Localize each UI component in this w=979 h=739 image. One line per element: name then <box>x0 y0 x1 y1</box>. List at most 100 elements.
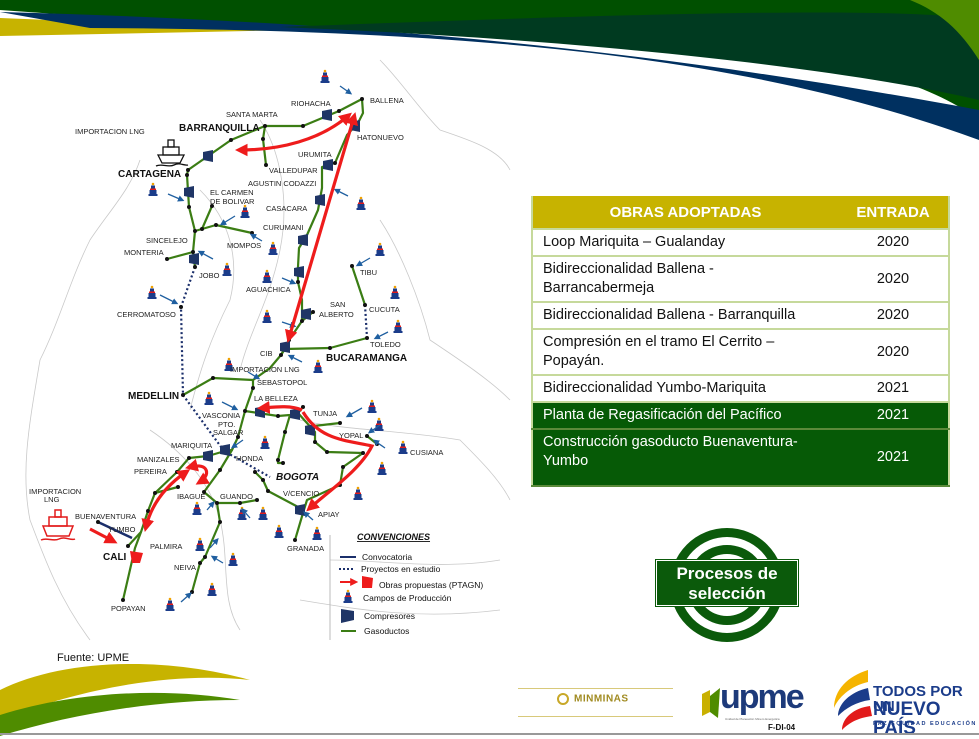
map-label: HONDA <box>236 454 263 463</box>
obra-cell: Bidireccionalidad Ballena - Barranquilla <box>532 301 838 330</box>
entrada-cell: 2020 <box>838 255 949 303</box>
divider <box>518 688 673 689</box>
table-row-highlighted: Construcción gasoducto Buenaventura-Yumb… <box>532 428 949 487</box>
table-header-row: OBRAS ADOPTADAS ENTRADA <box>532 196 949 229</box>
map-label: LA BELLEZA <box>254 394 298 403</box>
upme-leaf-icon <box>702 688 720 718</box>
map-borders <box>25 59 511 641</box>
map-label: MARIQUITA <box>171 441 212 450</box>
lng-ship-icon-west <box>40 509 76 541</box>
map-label: PEREIRA <box>134 467 167 476</box>
field-pointer-arrows <box>159 85 389 603</box>
map-legend: CONVENCIONES Convocatoria Proyectos en e… <box>329 532 483 640</box>
map-label: BUENAVENTURA <box>75 512 136 521</box>
map-label: YOPAL <box>339 431 363 440</box>
map-label: ALBERTO <box>319 310 354 319</box>
map-label: RIOHACHA <box>291 99 331 108</box>
map-label: CIB <box>260 349 273 358</box>
map-label: BOGOTA <box>276 472 319 483</box>
map-label: DE BOLIVAR <box>210 197 255 206</box>
map-label: LNG <box>44 495 60 504</box>
procesos-seleccion-badge: Procesos de selección <box>655 528 799 642</box>
map-labels: IMPORTACION LNG BARRANQUILLA SANTA MARTA… <box>29 96 443 613</box>
map-label: POPAYAN <box>111 604 146 613</box>
obra-cell: Bidireccionalidad Ballena - Barrancaberm… <box>532 255 838 303</box>
compressor-legend-icon <box>341 609 354 623</box>
map-label: SANTA MARTA <box>226 110 278 119</box>
map-label: MEDELLIN <box>128 391 179 402</box>
map-label: PALMIRA <box>150 542 182 551</box>
map-label: SALGAR <box>213 428 244 437</box>
map-label: PTO. <box>218 420 235 429</box>
proposed-plant-legend-icon <box>362 576 373 588</box>
legend-title: CONVENCIONES <box>357 532 430 542</box>
header-obras: OBRAS ADOPTADAS <box>532 196 838 229</box>
badge-line-2: selección <box>688 584 766 603</box>
proposed-plant-icon <box>130 551 143 563</box>
map-label: URUMITA <box>298 150 332 159</box>
map-label: SINCELEJO <box>146 236 188 245</box>
legend-label: Compresores <box>364 611 415 621</box>
obra-cell: Bidireccionalidad Yumbo-Mariquita <box>532 374 838 403</box>
map-label: MANIZALES <box>137 455 180 464</box>
todos-por-un-nuevo-pais-emblem <box>834 670 872 730</box>
table-row: Bidireccionalidad Ballena - Barrancaberm… <box>532 255 949 303</box>
map-label: TIBU <box>360 268 377 277</box>
bottom-divider <box>0 733 979 735</box>
source-note: Fuente: UPME <box>57 652 130 664</box>
upme-logo: upme <box>720 678 805 716</box>
map-label: TOLEDO <box>370 340 401 349</box>
legend-label: Gasoductos <box>364 626 409 636</box>
map-label: VALLEDUPAR <box>269 166 318 175</box>
map-label: MOMPOS <box>227 241 261 250</box>
divider <box>518 716 673 717</box>
legend-label: Campos de Producción <box>363 593 452 603</box>
production-field-legend-icon <box>343 589 353 603</box>
obras-adoptadas-table: OBRAS ADOPTADAS ENTRADA Loop Mariquita –… <box>531 196 950 487</box>
map-label: CASACARA <box>266 204 307 213</box>
map-label: IBAGUE <box>177 492 205 501</box>
entrada-cell: 2021 <box>838 374 949 403</box>
map-label: JOBO <box>199 271 220 280</box>
obra-cell: Construcción gasoducto Buenaventura-Yumb… <box>532 428 838 487</box>
map-label: EL CARMEN <box>210 188 253 197</box>
legend-label: Convocatoria <box>362 552 412 562</box>
coat-of-arms-icon <box>557 693 569 705</box>
entrada-cell: 2020 <box>838 301 949 330</box>
todos-line-3: PAZ EQUIDAD EDUCACIÓN <box>873 721 977 727</box>
map-label: IMPORTACION <box>29 487 81 496</box>
entrada-cell: 2020 <box>838 328 949 376</box>
minminas-logo: MINMINAS <box>557 693 629 705</box>
upme-subtitle: Unidad de Planeación Minero Energética <box>725 717 780 721</box>
map-label: V/CENCIO <box>283 489 319 498</box>
map-label: CUCUTA <box>369 305 400 314</box>
map-label: CALI <box>103 552 127 563</box>
map-label: APIAY <box>318 510 340 519</box>
map-label: BARRANQUILLA <box>179 123 260 134</box>
entrada-cell: 2021 <box>838 428 949 487</box>
production-field-icons <box>147 69 408 611</box>
map-label: CERROMATOSO <box>117 310 176 319</box>
legend-label: Proyectos en estudio <box>361 564 441 574</box>
map-label: GRANADA <box>287 544 324 553</box>
map-label: IMPORTACION LNG <box>230 365 300 374</box>
header-entrada: ENTRADA <box>838 196 949 229</box>
map-label: HATONUEVO <box>357 133 404 142</box>
legend-label: Obras propuestas (PTAGN) <box>379 580 483 590</box>
table-row: Compresión en el tramo El Cerrito – Popa… <box>532 328 949 376</box>
entrada-cell: 2021 <box>838 401 949 430</box>
obra-cell: Planta de Regasificación del Pacífico <box>532 401 838 430</box>
document-code: F-DI-04 <box>768 723 796 732</box>
map-label: AGUSTIN CODAZZI <box>248 179 316 188</box>
map-label: CARTAGENA <box>118 169 181 180</box>
badge-line-1: Procesos de <box>676 564 778 583</box>
map-label: YUMBO <box>108 525 136 534</box>
table-row: Bidireccionalidad Ballena - Barranquilla… <box>532 301 949 330</box>
lng-ship-icon-north <box>155 139 189 167</box>
buenaventura-yumbo-line <box>97 520 133 540</box>
entrada-cell: 2020 <box>838 228 949 257</box>
